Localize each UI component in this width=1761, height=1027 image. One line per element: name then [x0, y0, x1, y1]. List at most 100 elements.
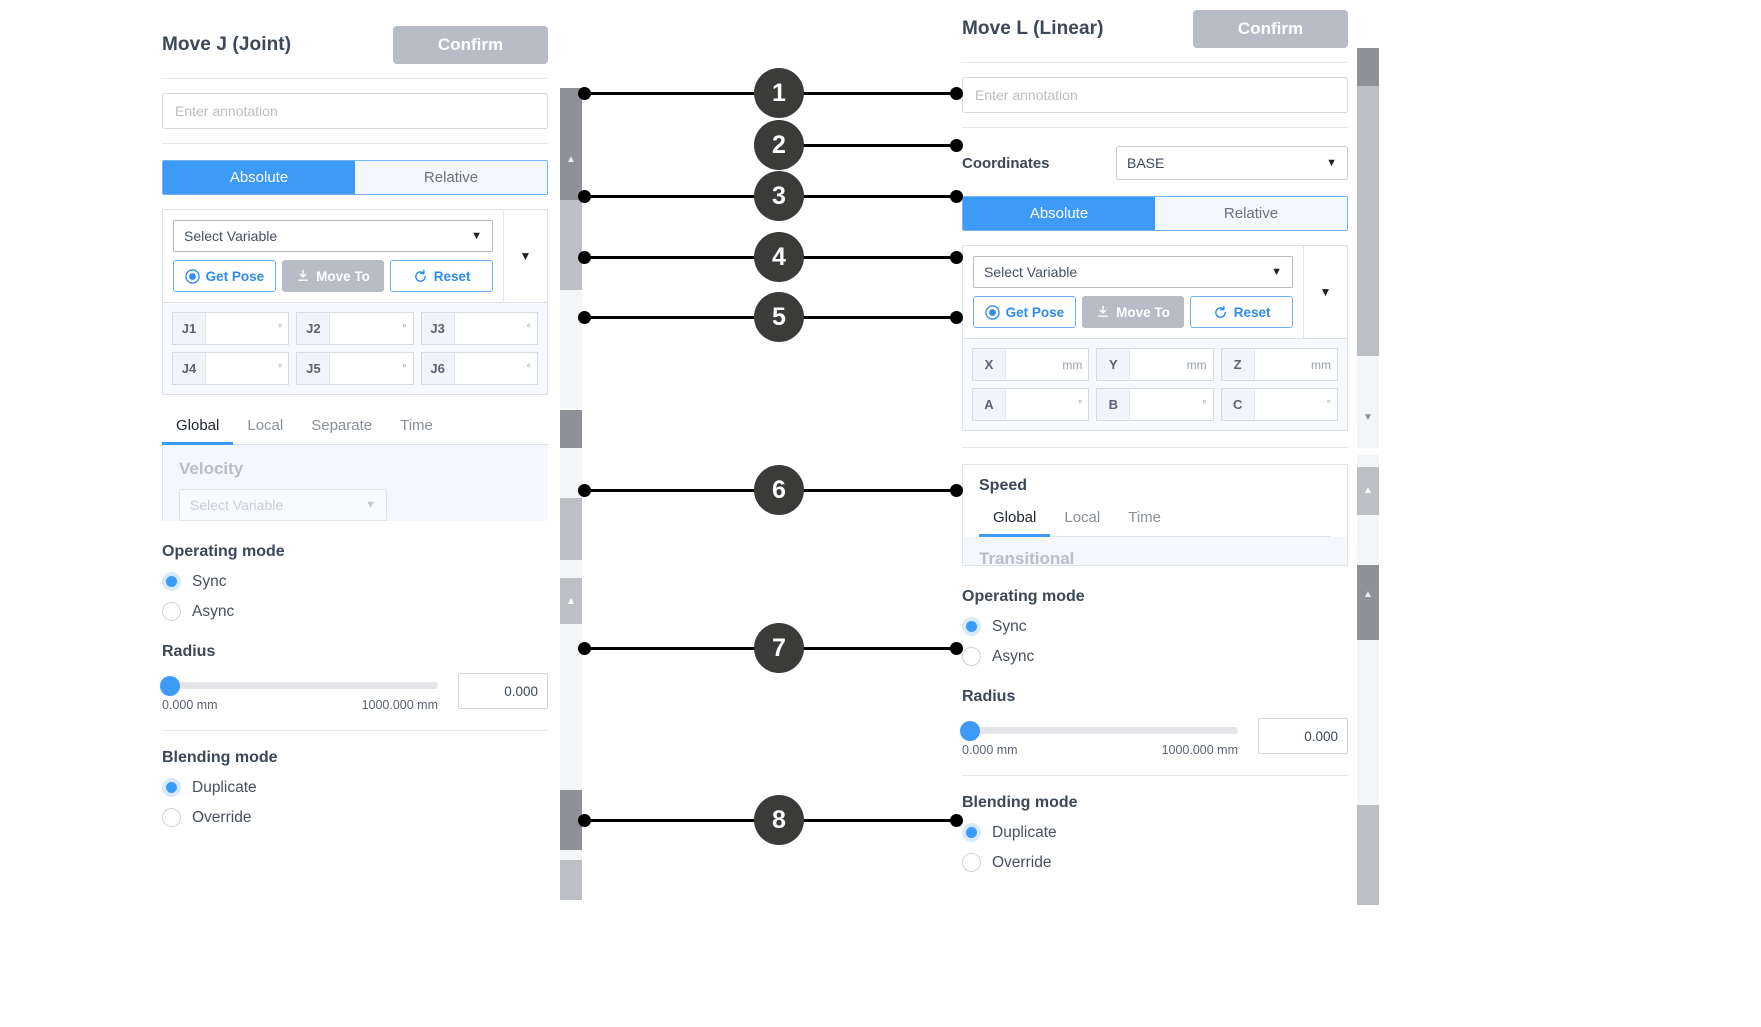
tab-separate[interactable]: Separate: [311, 417, 373, 434]
move-j-panel: Move J (Joint) Confirm Absolute Relative…: [140, 26, 570, 1027]
operating-mode-heading: Operating mode: [962, 588, 1085, 605]
operating-mode-sync[interactable]: Sync: [962, 617, 1348, 636]
absolute-relative-toggle[interactable]: Absolute Relative: [962, 196, 1348, 231]
radio-sync[interactable]: [162, 572, 181, 591]
reset-label: Reset: [433, 268, 471, 284]
pose-field-y[interactable]: Y mm: [1096, 348, 1214, 381]
radius-slider[interactable]: 0.000 mm 1000.000 mm: [160, 673, 444, 712]
annotation-input[interactable]: [162, 93, 548, 129]
radio-duplicate[interactable]: [962, 823, 981, 842]
radius-slider-track[interactable]: [160, 676, 438, 696]
pose-field-a[interactable]: A °: [972, 388, 1090, 421]
joint-field-j1[interactable]: J1 °: [172, 312, 290, 345]
annotation-input[interactable]: [962, 77, 1348, 113]
left-panel-scrollbar-lower[interactable]: ▲: [560, 560, 582, 900]
tab-local[interactable]: Local: [1064, 509, 1101, 526]
tab-relative[interactable]: Relative: [1155, 197, 1347, 230]
left-panel-scrollbar-mid[interactable]: [560, 410, 582, 560]
scrollbar-thumb-mid[interactable]: [1357, 86, 1379, 356]
radius-value-input[interactable]: 0.000: [1258, 718, 1348, 754]
scrollbar-thumb-mid[interactable]: [1357, 565, 1379, 640]
get-pose-button[interactable]: Get Pose: [173, 260, 276, 292]
joint-field-j3[interactable]: J3 °: [420, 312, 538, 345]
scrollbar-thumb[interactable]: [1357, 48, 1379, 86]
joint-field-j5[interactable]: J5 °: [296, 352, 414, 385]
variable-card-expand[interactable]: ▼: [1303, 246, 1347, 338]
select-variable-dropdown[interactable]: Select Variable ▼: [973, 256, 1293, 288]
scrollbar-thumb-bottom[interactable]: [560, 860, 582, 900]
radio-async[interactable]: [162, 602, 181, 621]
coordinates-dropdown[interactable]: BASE ▼: [1116, 146, 1348, 180]
scrollbar-thumb[interactable]: [560, 88, 582, 200]
tab-time[interactable]: Time: [1128, 509, 1161, 526]
chevron-up-icon[interactable]: ▲: [566, 153, 576, 165]
radio-duplicate-label: Duplicate: [192, 778, 257, 796]
joint-unit: °: [277, 322, 283, 335]
move-to-button[interactable]: Move To: [1081, 296, 1185, 328]
radius-slider-knob[interactable]: [960, 721, 980, 741]
scrollbar-thumb-lower[interactable]: [560, 200, 582, 290]
radius-value-input[interactable]: 0.000: [458, 673, 548, 709]
tab-absolute[interactable]: Absolute: [963, 197, 1155, 230]
tab-time[interactable]: Time: [400, 417, 433, 434]
radius-slider[interactable]: 0.000 mm 1000.000 mm: [960, 718, 1244, 757]
get-pose-button[interactable]: Get Pose: [973, 296, 1076, 328]
absolute-relative-toggle[interactable]: Absolute Relative: [162, 160, 548, 195]
reset-button[interactable]: Reset: [390, 260, 494, 292]
reset-button[interactable]: Reset: [1190, 296, 1294, 328]
right-panel-scrollbar-upper[interactable]: ▲ ▼: [1357, 48, 1379, 448]
target-icon: [984, 304, 1000, 320]
blending-mode-duplicate[interactable]: Duplicate: [962, 823, 1348, 842]
chevron-down-icon[interactable]: ▼: [1363, 411, 1373, 423]
tab-global[interactable]: Global: [162, 411, 234, 445]
scrollbar-thumb[interactable]: [1357, 467, 1379, 515]
pose-field-x[interactable]: X mm: [972, 348, 1090, 381]
scrollbar-thumb-lower[interactable]: [1357, 805, 1379, 905]
chevron-up-icon[interactable]: ▲: [1363, 484, 1373, 496]
tab-relative[interactable]: Relative: [355, 161, 547, 194]
variable-card-expand[interactable]: ▼: [503, 210, 547, 302]
blending-mode-duplicate[interactable]: Duplicate: [162, 778, 548, 797]
confirm-button[interactable]: Confirm: [393, 26, 548, 64]
blending-mode-override[interactable]: Override: [962, 853, 1348, 872]
pose-field-c[interactable]: C °: [1220, 388, 1338, 421]
radio-override[interactable]: [962, 853, 981, 872]
chevron-down-icon: ▼: [1326, 157, 1337, 169]
scrollbar-thumb-lower[interactable]: [560, 790, 582, 850]
chevron-up-icon-2[interactable]: ▲: [1363, 588, 1373, 600]
select-variable-dropdown[interactable]: Select Variable ▼: [173, 220, 493, 252]
joint-label: J4: [173, 353, 206, 384]
callout-line-right-5: [778, 316, 958, 319]
joint-field-j6[interactable]: J6 °: [420, 352, 538, 385]
radio-override[interactable]: [162, 808, 181, 827]
operating-mode-sync[interactable]: Sync: [162, 572, 548, 591]
left-panel-scrollbar-upper[interactable]: ▲: [560, 88, 582, 408]
pose-field-b[interactable]: B °: [1096, 388, 1214, 421]
blending-mode-override[interactable]: Override: [162, 808, 548, 827]
velocity-variable-dropdown[interactable]: Select Variable ▼: [179, 489, 387, 521]
joint-field-j2[interactable]: J2 °: [296, 312, 414, 345]
joint-field-j4[interactable]: J4 °: [172, 352, 290, 385]
move-to-button[interactable]: Move To: [281, 260, 385, 292]
radius-slider-knob[interactable]: [160, 676, 180, 696]
radio-duplicate[interactable]: [162, 778, 181, 797]
scrollbar-thumb-lower[interactable]: [560, 498, 582, 560]
tab-absolute[interactable]: Absolute: [163, 161, 355, 194]
tab-global[interactable]: Global: [979, 503, 1051, 537]
radio-sync[interactable]: [962, 617, 981, 636]
pose-field-z[interactable]: Z mm: [1220, 348, 1338, 381]
radio-async[interactable]: [962, 647, 981, 666]
pose-label: X: [973, 349, 1006, 380]
tab-local[interactable]: Local: [247, 417, 284, 434]
callout-number-4: 4: [754, 232, 804, 282]
right-panel-scrollbar-lower[interactable]: ▲ ▲: [1357, 455, 1379, 905]
radius-slider-track[interactable]: [960, 721, 1238, 741]
joint-unit: °: [526, 322, 531, 335]
operating-mode-async[interactable]: Async: [962, 647, 1348, 666]
operating-mode-async[interactable]: Async: [162, 602, 548, 621]
chevron-up-icon[interactable]: ▲: [566, 595, 576, 607]
scrollbar-thumb[interactable]: [560, 578, 582, 624]
download-icon: [1098, 305, 1109, 317]
scrollbar-thumb[interactable]: [560, 410, 582, 448]
confirm-button[interactable]: Confirm: [1193, 10, 1348, 48]
